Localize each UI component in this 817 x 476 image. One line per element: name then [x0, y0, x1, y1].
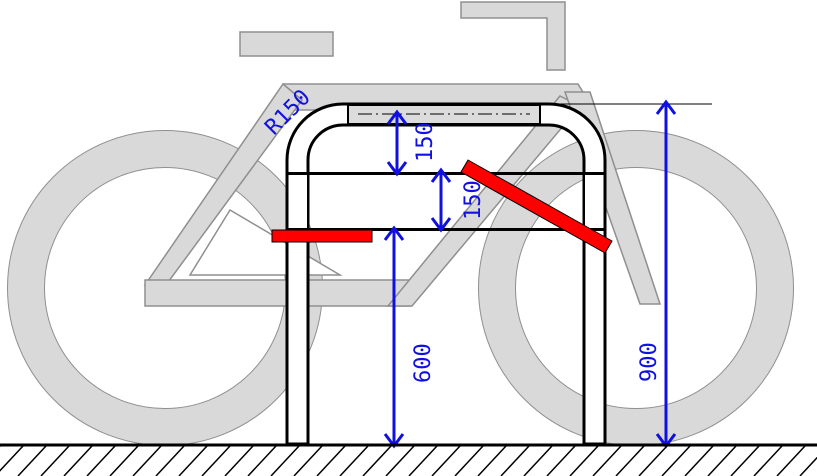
hatch-line	[178, 445, 208, 476]
hatch-line	[63, 445, 93, 476]
hatch-line	[477, 445, 507, 476]
ground	[0, 443, 817, 476]
bicycle-seat	[239, 31, 334, 57]
hatch-line	[385, 445, 415, 476]
hatch-line	[799, 456, 817, 476]
hatch-line	[546, 445, 576, 476]
hatch-line	[17, 445, 47, 476]
hatch-line	[339, 445, 369, 476]
dim-label-600: 600	[411, 343, 436, 383]
hatch-line	[661, 445, 691, 476]
hatch-line	[270, 445, 300, 476]
red-horizontal-marker	[271, 229, 373, 243]
dimensions	[383, 99, 677, 449]
bicycle-frame	[143, 82, 662, 307]
hatch-line	[40, 445, 70, 476]
hatch-line	[109, 445, 139, 476]
red-markers	[271, 159, 613, 254]
hatch-line	[776, 445, 806, 476]
hatch-line	[500, 445, 530, 476]
hatch-line	[638, 445, 668, 476]
hatch-line	[523, 445, 553, 476]
hatch-line	[201, 445, 231, 476]
dim-label-900: 900	[637, 342, 662, 382]
hatch-line	[707, 445, 737, 476]
dim-label-middle: 150	[461, 180, 486, 220]
hatch-line	[224, 445, 254, 476]
hatch-line	[454, 445, 484, 476]
rack-crossbar-1	[288, 172, 604, 175]
hatch-line	[247, 445, 277, 476]
bicycle-silhouette	[7, 1, 794, 446]
hatch-line	[408, 445, 438, 476]
hatch-line	[753, 445, 783, 476]
hatch-line	[362, 445, 392, 476]
hatch-line	[0, 445, 24, 472]
hatch-line	[132, 445, 162, 476]
hatch-line	[684, 445, 714, 476]
red-diagonal-marker	[460, 159, 613, 254]
hatch-line	[569, 445, 599, 476]
hatch-line	[730, 445, 760, 476]
hatch-line	[316, 445, 346, 476]
hatch-line	[615, 445, 645, 476]
dim-label-upper: 150	[413, 122, 438, 162]
rack-outer-tube	[285, 102, 607, 446]
hatch-line	[431, 445, 461, 476]
hatch-line	[592, 445, 622, 476]
bicycle-handlebar	[460, 1, 566, 71]
ground-hatching	[0, 445, 817, 476]
hatch-line	[155, 445, 185, 476]
hatch-line	[86, 445, 116, 476]
hatch-line	[293, 445, 323, 476]
rack-crossbar-2	[288, 228, 604, 231]
